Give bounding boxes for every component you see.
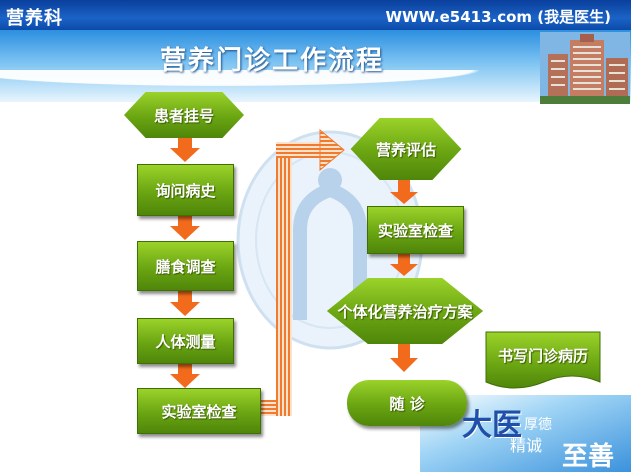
arrow-ask-to-diet bbox=[170, 216, 200, 240]
arrow-lab2-to-plan bbox=[390, 252, 418, 276]
node-write-record: 书写门诊病历 bbox=[497, 346, 588, 365]
hospital-building-image bbox=[540, 32, 630, 104]
document-shape bbox=[485, 331, 601, 389]
connector-horizontal-top bbox=[276, 142, 324, 158]
connector-arrowhead bbox=[319, 128, 345, 172]
arrow-start-to-ask bbox=[170, 138, 200, 162]
node-follow-up: 随 诊 bbox=[347, 380, 467, 426]
site-url: WWW.e5413.com (我是医生) bbox=[385, 8, 612, 26]
node-lab-test-left: 实验室检查 bbox=[137, 388, 261, 434]
arrow-body-to-lab1 bbox=[170, 362, 200, 388]
arrow-plan-to-follow bbox=[390, 344, 418, 372]
node-lab-test-right: 实验室检查 bbox=[367, 206, 464, 254]
arrow-eval-to-lab2 bbox=[390, 180, 418, 204]
slogan-word-3: 厚德 bbox=[524, 417, 552, 433]
slogan-word-4: 至善 bbox=[562, 442, 615, 472]
brand-slogan: 大医 精诚 厚德 至善 bbox=[462, 400, 631, 472]
department-label: 营养科 bbox=[6, 8, 63, 29]
top-bar: 营养科 WWW.e5413.com (我是医生) bbox=[0, 0, 631, 30]
title-wave bbox=[0, 70, 631, 110]
connector-vertical bbox=[276, 142, 292, 416]
arrow-diet-to-body bbox=[170, 290, 200, 316]
slogan-word-2: 精诚 bbox=[510, 436, 543, 455]
node-medical-history: 询问病史 bbox=[137, 164, 234, 216]
node-patient-registration: 患者挂号 bbox=[124, 92, 244, 138]
node-body-measurement: 人体测量 bbox=[137, 318, 234, 364]
node-diet-survey: 膳食调查 bbox=[137, 241, 234, 291]
page-title: 营养门诊工作流程 bbox=[160, 46, 385, 76]
slogan-word-1: 大医 bbox=[462, 408, 522, 443]
